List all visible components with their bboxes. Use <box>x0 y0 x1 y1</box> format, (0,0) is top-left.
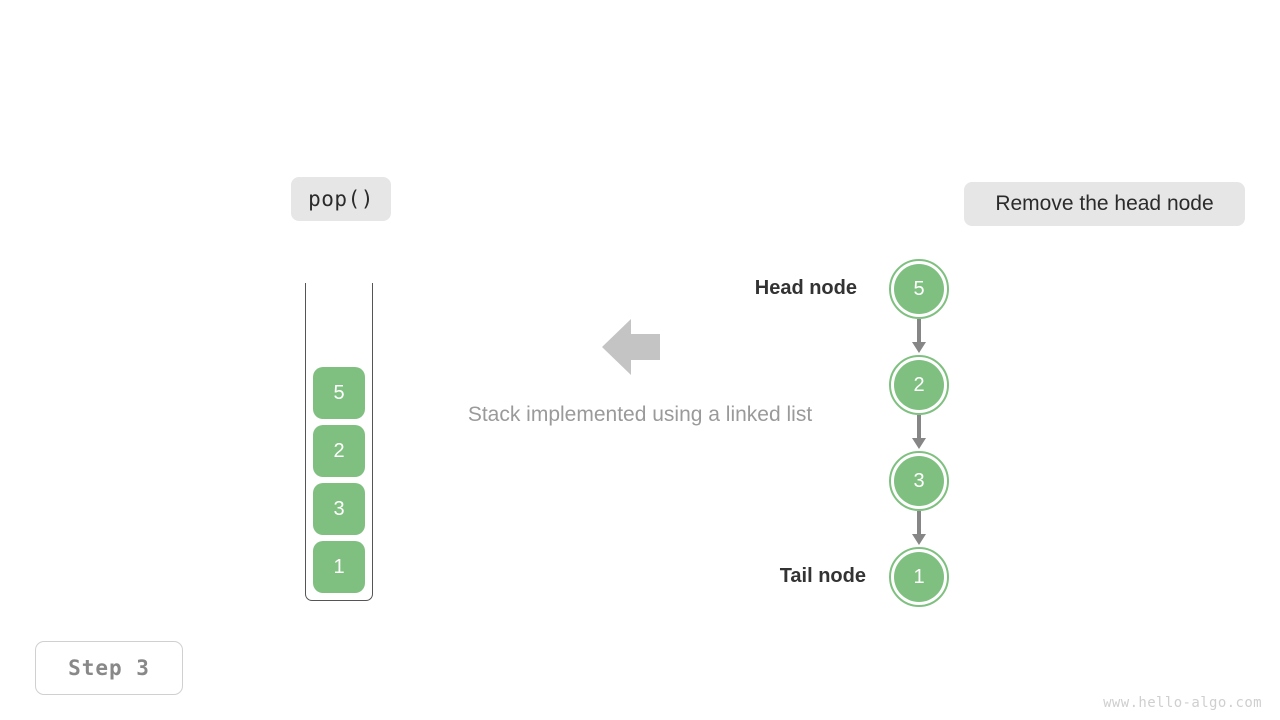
connector-arrowhead-icon <box>911 438 926 449</box>
linked-list-node: 1 <box>889 547 949 607</box>
linked-list-node: 5 <box>889 259 949 319</box>
connector-arrowhead-icon <box>911 534 926 545</box>
watermark: www.hello-algo.com <box>1103 695 1262 711</box>
node-connector <box>917 415 921 440</box>
node-value: 3 <box>894 456 944 506</box>
stack-container: 5 2 3 1 <box>305 283 373 601</box>
linked-list-node: 2 <box>889 355 949 415</box>
tail-node-label: Tail node <box>779 565 866 587</box>
stack-cell-list: 5 2 3 1 <box>306 367 372 593</box>
node-value: 1 <box>894 552 944 602</box>
connector-arrowhead-icon <box>911 342 926 353</box>
linked-list: 5 2 3 1 <box>889 259 949 607</box>
stack-cell: 5 <box>313 367 365 419</box>
linked-list-node: 3 <box>889 451 949 511</box>
step-indicator: Step 3 <box>35 641 183 695</box>
operation-badge: pop() <box>291 177 391 221</box>
stack-cell: 3 <box>313 483 365 535</box>
node-value: 2 <box>894 360 944 410</box>
action-description-badge: Remove the head node <box>964 182 1245 226</box>
stack-cell: 1 <box>313 541 365 593</box>
head-node-label: Head node <box>754 277 857 299</box>
diagram-caption: Stack implemented using a linked list <box>467 403 813 426</box>
node-value: 5 <box>894 264 944 314</box>
stack-cell: 2 <box>313 425 365 477</box>
node-connector <box>917 319 921 344</box>
left-arrow-icon <box>602 319 660 375</box>
node-connector <box>917 511 921 536</box>
